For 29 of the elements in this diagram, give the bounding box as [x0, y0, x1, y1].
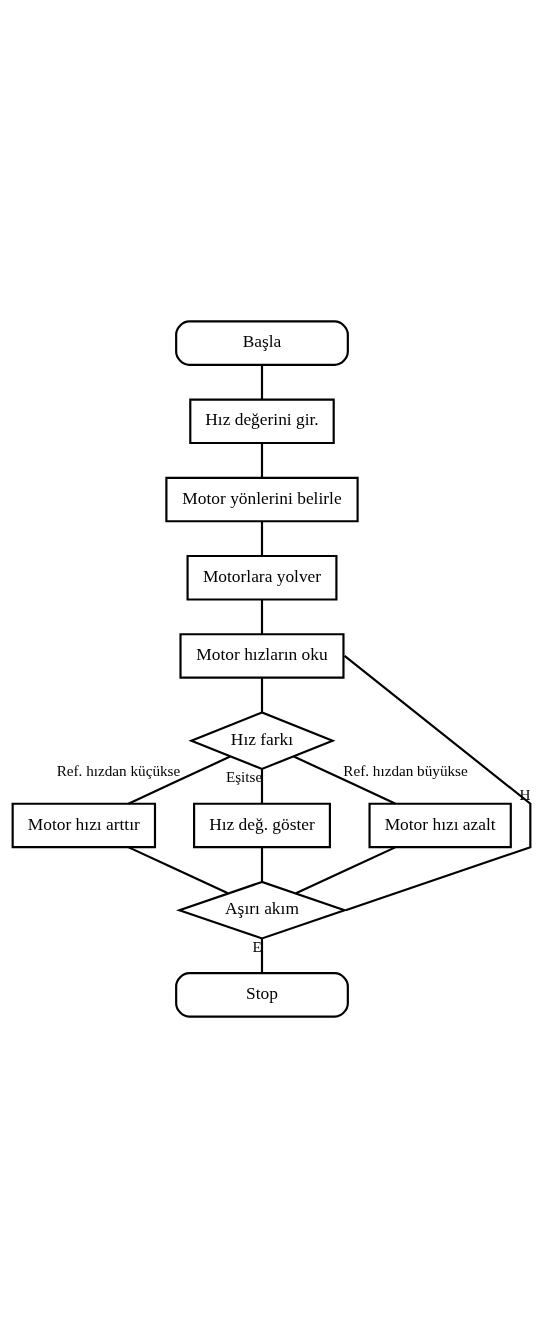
connector [260, 364, 264, 399]
edge-label: E [252, 937, 262, 955]
connector [260, 846, 264, 882]
node-box: Hız değ. göster [193, 802, 331, 848]
node-box: Motor hızı azalt [368, 802, 512, 848]
connector [260, 938, 264, 973]
connector [343, 654, 532, 911]
edge-label: Eşitse [225, 767, 263, 785]
connector [260, 442, 264, 478]
node-diamond: Hız farkı [188, 710, 336, 770]
connector [260, 677, 264, 712]
connector [260, 520, 264, 556]
node-box: Stop [175, 971, 349, 1018]
node-box: Motor hızı arttır [11, 802, 157, 848]
node-box: Motor hızların oku [179, 632, 345, 679]
connector [295, 845, 396, 894]
edge-label: H [519, 785, 531, 803]
edge-label: Ref. hızdan büyükse [343, 761, 468, 779]
node-box: Motorlara yolver [186, 554, 338, 601]
connector [260, 768, 264, 803]
connector [128, 845, 229, 894]
node-box: Hız değerini gir. [189, 398, 335, 444]
node-box: Başla [175, 319, 349, 366]
node-diamond: Aşırı akım [176, 880, 348, 940]
connector [128, 755, 231, 805]
edge-label: Ref. hızdan küçükse [56, 761, 181, 779]
node-box: Motor yönlerini belirle [165, 476, 359, 522]
connector [293, 755, 396, 805]
connector [260, 599, 264, 634]
